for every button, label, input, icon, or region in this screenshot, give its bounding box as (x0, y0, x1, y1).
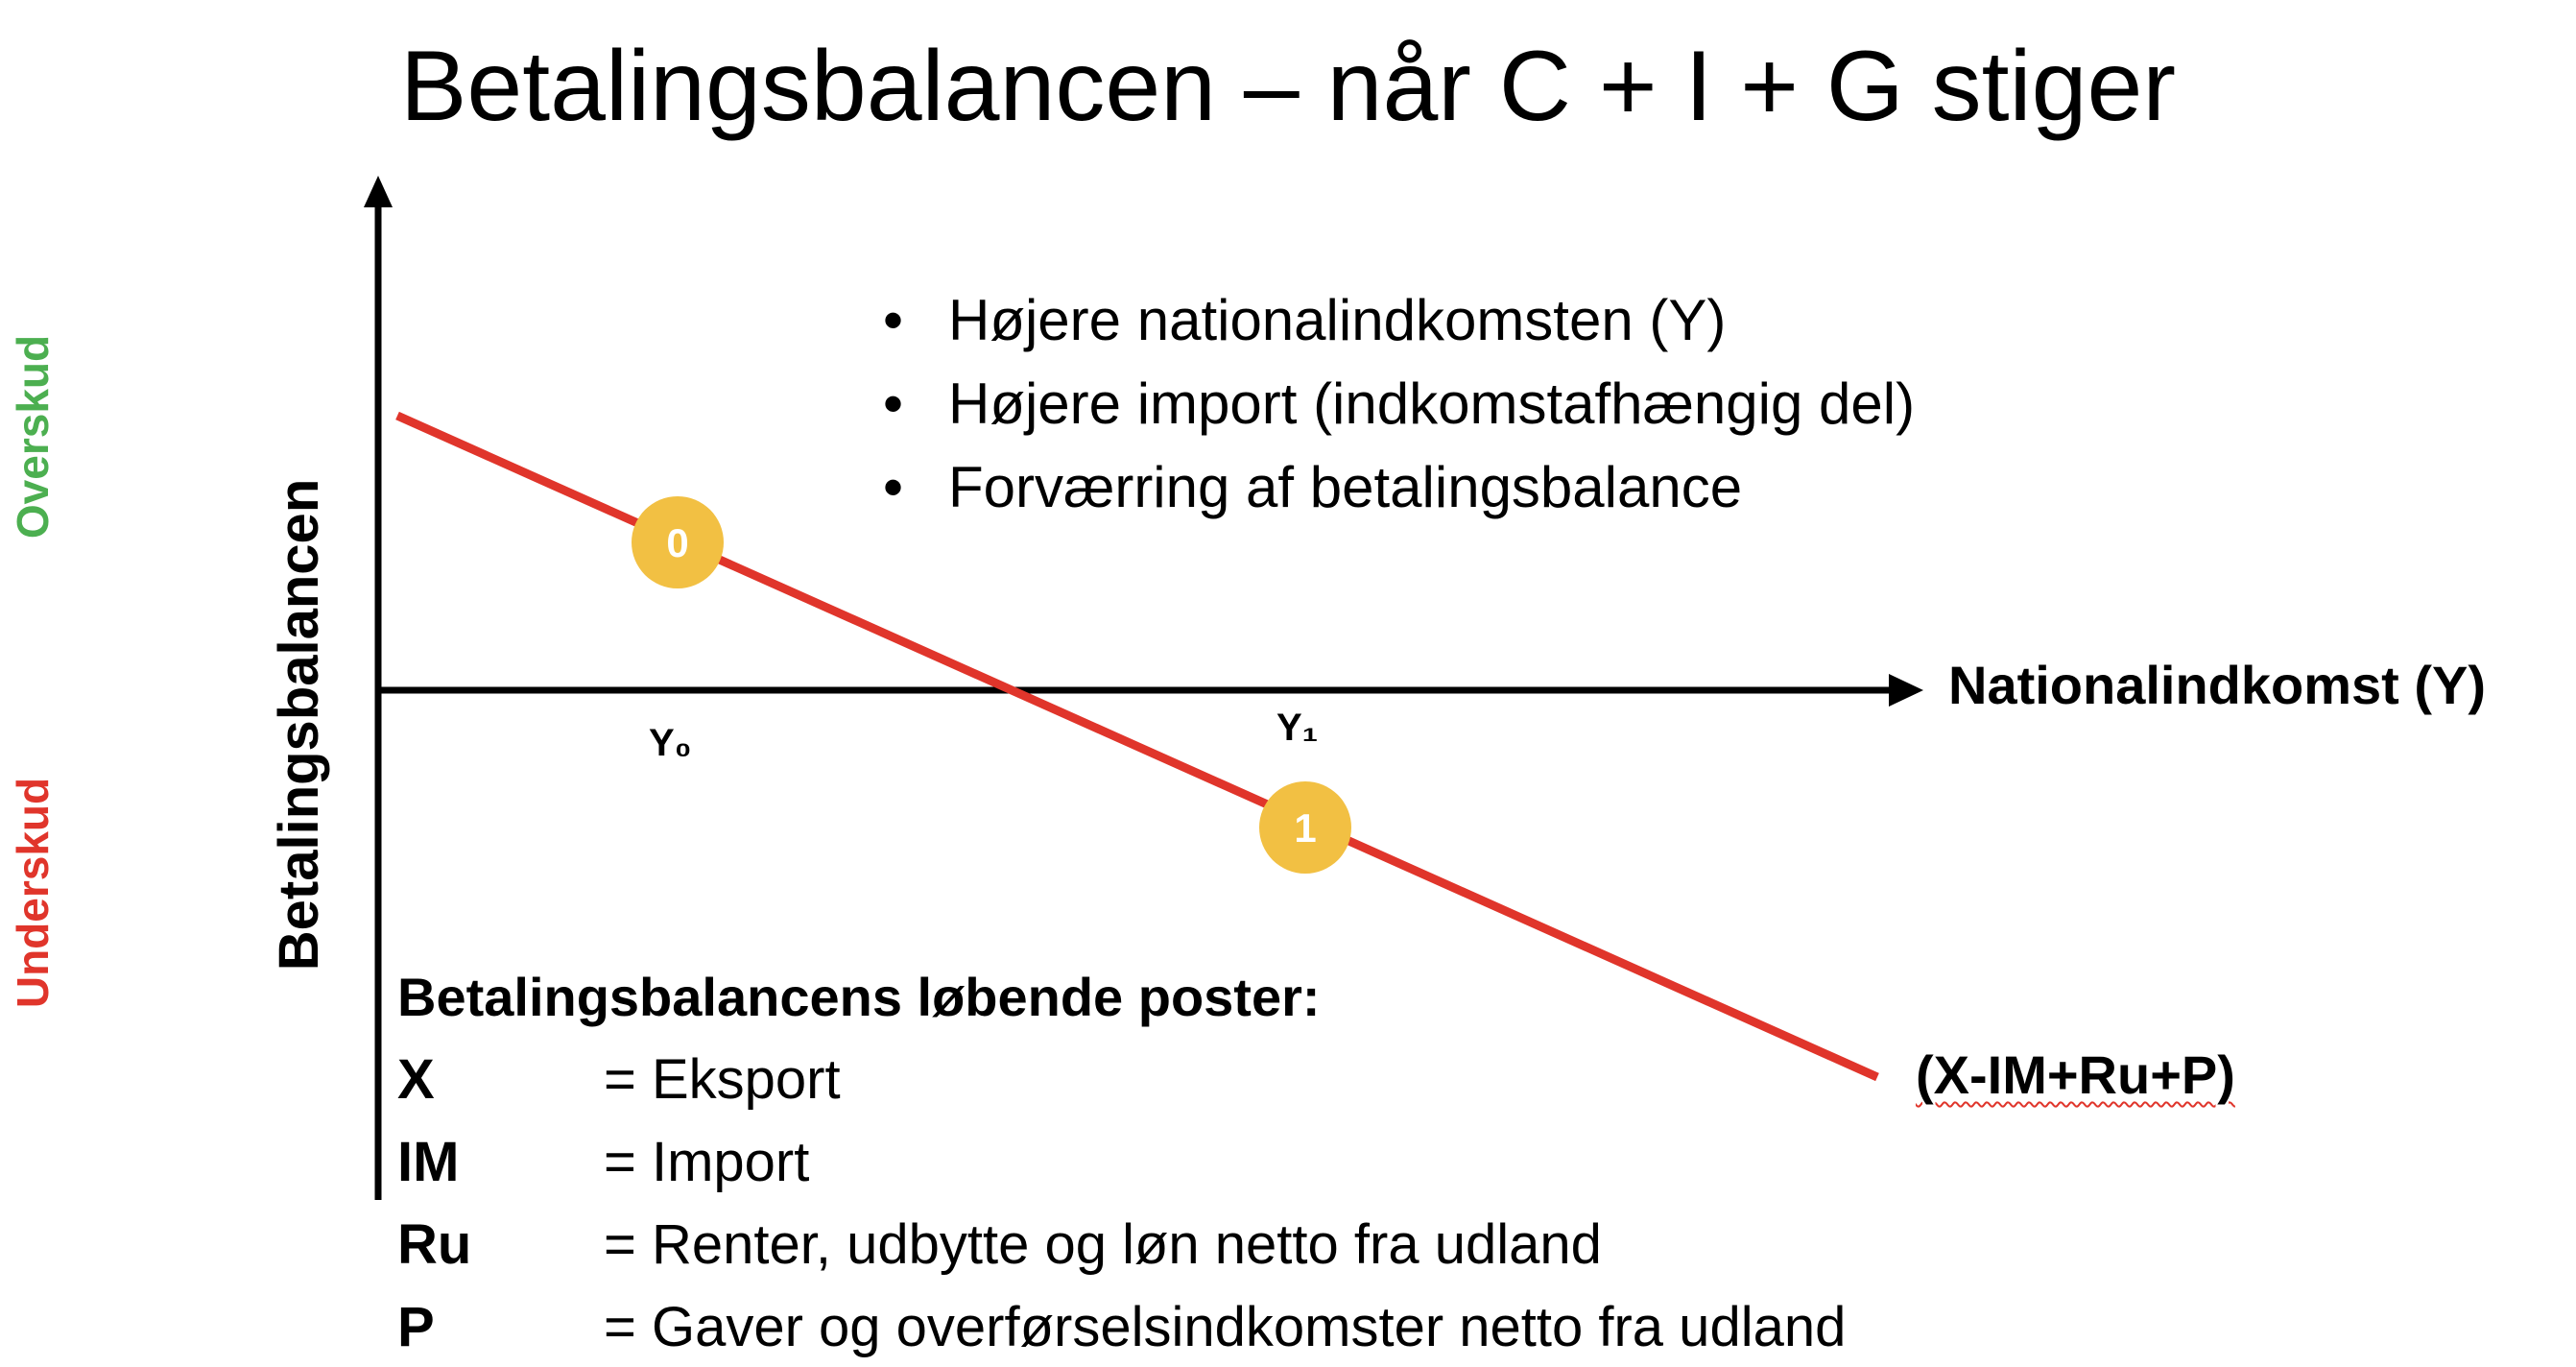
curve-label-text: (X-IM+Ru+P) (1916, 1044, 2235, 1105)
tick-y0: Y₀ (649, 722, 692, 764)
legend: Betalingsbalancens løbende poster: X = E… (397, 956, 1846, 1367)
tick-y1: Y₁ (1276, 707, 1319, 749)
point-1-marker (1259, 781, 1351, 874)
legend-row-ru: Ru = Renter, udbytte og løn netto fra ud… (397, 1204, 1602, 1286)
legend-symbol: IM (397, 1131, 460, 1193)
effect-item: Forværring af betalingsbalance (883, 445, 1915, 529)
y-axis-label: Betalingsbalancen (268, 478, 330, 971)
legend-symbol: Ru (397, 1213, 472, 1276)
legend-description: = Gaver og overførselsindkomster netto f… (604, 1296, 1847, 1358)
legend-description: = Import (604, 1131, 810, 1193)
point-1: 1 (1259, 781, 1351, 874)
curve-label: (X-IM+Ru+P) (1916, 1044, 2235, 1106)
effects-list: Højere nationalindkomsten (Y) Højere imp… (883, 278, 1915, 529)
y-axis-arrowhead (364, 176, 393, 207)
legend-symbol: X (397, 1048, 435, 1111)
legend-heading: Betalingsbalancens løbende poster: (397, 967, 1321, 1027)
legend-row-im: IM = Import (397, 1121, 1321, 1204)
point-0: 0 (632, 496, 724, 588)
x-axis-label: Nationalindkomst (Y) (1948, 655, 2487, 715)
legend-symbol: P (397, 1296, 435, 1358)
legend-description: = Renter, udbytte og løn netto fra udlan… (604, 1213, 1602, 1276)
point-0-label: 0 (666, 520, 688, 565)
x-axis-arrowhead (1889, 674, 1923, 707)
point-0-marker (632, 496, 724, 588)
legend-description: = Eksport (604, 1048, 841, 1111)
slide-title: Betalingsbalancen – når C + I + G stiger (400, 31, 2176, 142)
legend-row-p: P = Gaver og overførselsindkomster netto… (397, 1286, 1846, 1367)
point-1-label: 1 (1294, 805, 1316, 851)
effect-item: Højere nationalindkomsten (Y) (883, 278, 1915, 362)
effect-item: Højere import (indkomstafhængig del) (883, 362, 1915, 445)
legend-row-x: X = Eksport (397, 1039, 1321, 1121)
